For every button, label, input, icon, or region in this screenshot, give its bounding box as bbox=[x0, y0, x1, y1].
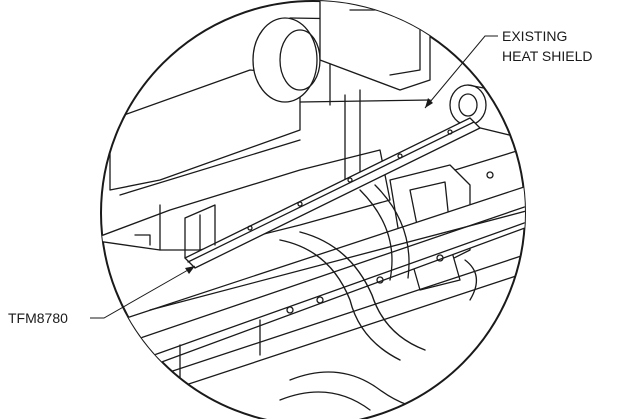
part-number-leader-line bbox=[90, 265, 196, 319]
part-number-callout: TFM8780 bbox=[8, 265, 196, 326]
line-art-assembly bbox=[101, 1, 525, 411]
top-bracket bbox=[319, 1, 431, 181]
part-number-label: TFM8780 bbox=[8, 310, 68, 326]
heat-shield-rail bbox=[184, 117, 481, 269]
frame-rail bbox=[101, 184, 525, 411]
heat-shield-label-line1: EXISTING bbox=[502, 28, 567, 44]
body-panel bbox=[101, 69, 391, 251]
part-number-arrowhead bbox=[185, 266, 195, 274]
heat-shield-label-line2: HEAT SHIELD bbox=[502, 48, 593, 64]
heat-shield-callout: EXISTING HEAT SHIELD bbox=[424, 28, 593, 109]
heat-shield-arrowhead bbox=[425, 98, 433, 108]
heat-shield-leader-line bbox=[424, 35, 498, 109]
